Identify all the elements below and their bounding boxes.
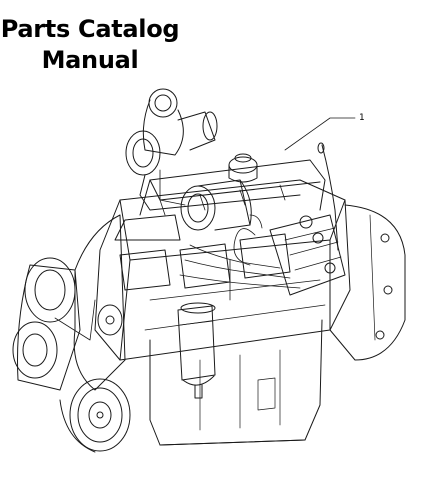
fuel-injection-pump	[233, 214, 346, 296]
oil-filler-cap	[228, 153, 258, 183]
crankshaft-pulley	[59, 378, 131, 453]
callout-label-1: 1	[359, 113, 365, 123]
fuel-lines	[179, 244, 301, 301]
oil-pan	[149, 319, 323, 446]
engine-block	[94, 179, 351, 361]
front-pulleys	[12, 257, 96, 391]
title-line-2: Manual	[41, 46, 139, 74]
cylinder-head	[114, 159, 326, 291]
timing-cover	[73, 214, 126, 391]
air-intake	[180, 179, 252, 231]
exhaust-manifold	[139, 174, 301, 216]
fuel-filter	[177, 302, 216, 399]
turbocharger	[125, 88, 218, 206]
dipstick-tube	[317, 142, 339, 251]
flywheel-housing	[329, 204, 406, 361]
title-line-1: Parts Catalog	[0, 15, 180, 43]
callout-1: 1	[284, 113, 365, 151]
document-title: Parts Catalog Manual	[0, 14, 180, 76]
